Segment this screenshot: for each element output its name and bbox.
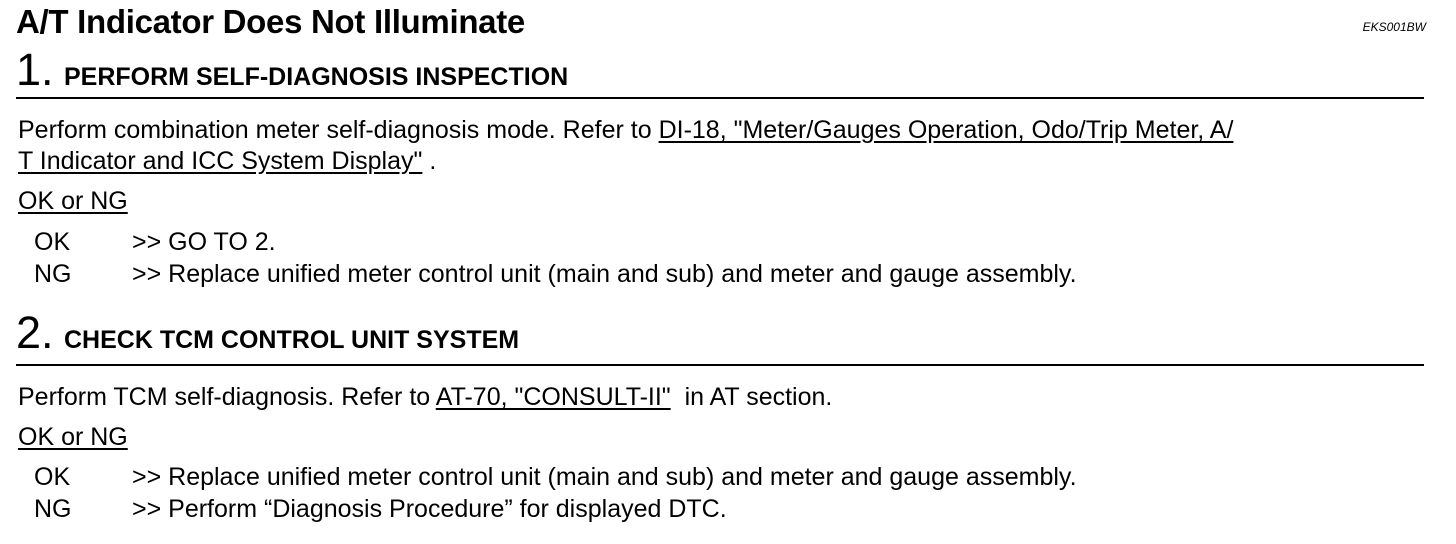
step-1-instruction-line-1: Perform combination meter self-diagnosis… <box>18 115 1233 145</box>
step-2-ng-action: >> Perform “Diagnosis Procedure” for dis… <box>132 495 727 523</box>
step-1-instruction-line-2: T Indicator and ICC System Display" . <box>18 146 436 176</box>
step-1-reference-link-cont[interactable]: T Indicator and ICC System Display" <box>18 147 423 175</box>
step-1-reference-link[interactable]: DI-18, "Meter/Gauges Operation, Odo/Trip… <box>658 116 1234 144</box>
step-2-heading: CHECK TCM CONTROL UNIT SYSTEM <box>64 326 520 354</box>
step-1-instruction-end: . <box>422 147 437 175</box>
step-2-ok-action: >> Replace unified meter control unit (m… <box>132 463 1077 491</box>
step-1-heading: PERFORM SELF-DIAGNOSIS INSPECTION <box>64 63 569 91</box>
step-1-instruction-text: Perform combination meter self-diagnosis… <box>18 116 659 144</box>
step-2-dot: . <box>41 307 54 358</box>
step-1-number: 1 <box>16 44 42 95</box>
step-1-dot: . <box>41 44 54 95</box>
step-1-ok-action: >> GO TO 2. <box>132 228 276 256</box>
step-1-divider <box>16 97 1424 99</box>
step-1-header: 1. PERFORM SELF-DIAGNOSIS INSPECTION <box>16 44 568 96</box>
step-1-okng-label: OK or NG <box>18 187 128 215</box>
step-2-header: 2. CHECK TCM CONTROL UNIT SYSTEM <box>16 307 519 359</box>
step-2-okng-label: OK or NG <box>18 423 128 451</box>
step-2-number: 2 <box>16 307 42 358</box>
page-title: A/T Indicator Does Not Illuminate <box>16 3 525 40</box>
step-2-instruction: Perform TCM self-diagnosis. Refer to AT-… <box>18 382 832 412</box>
step-2-ng-key: NG <box>34 495 72 523</box>
document-code: EKS001BW <box>1362 20 1426 34</box>
step-1-ok-key: OK <box>34 228 71 256</box>
step-2-ok-key: OK <box>34 463 71 491</box>
step-2-instruction-end: in AT section. <box>670 383 833 411</box>
step-1-ng-action: >> Replace unified meter control unit (m… <box>132 260 1077 288</box>
step-1-ng-key: NG <box>34 260 72 288</box>
step-2-reference-link[interactable]: AT-70, "CONSULT-II" <box>435 383 671 411</box>
step-2-instruction-text: Perform TCM self-diagnosis. Refer to <box>18 383 436 411</box>
step-2-divider <box>16 364 1424 366</box>
